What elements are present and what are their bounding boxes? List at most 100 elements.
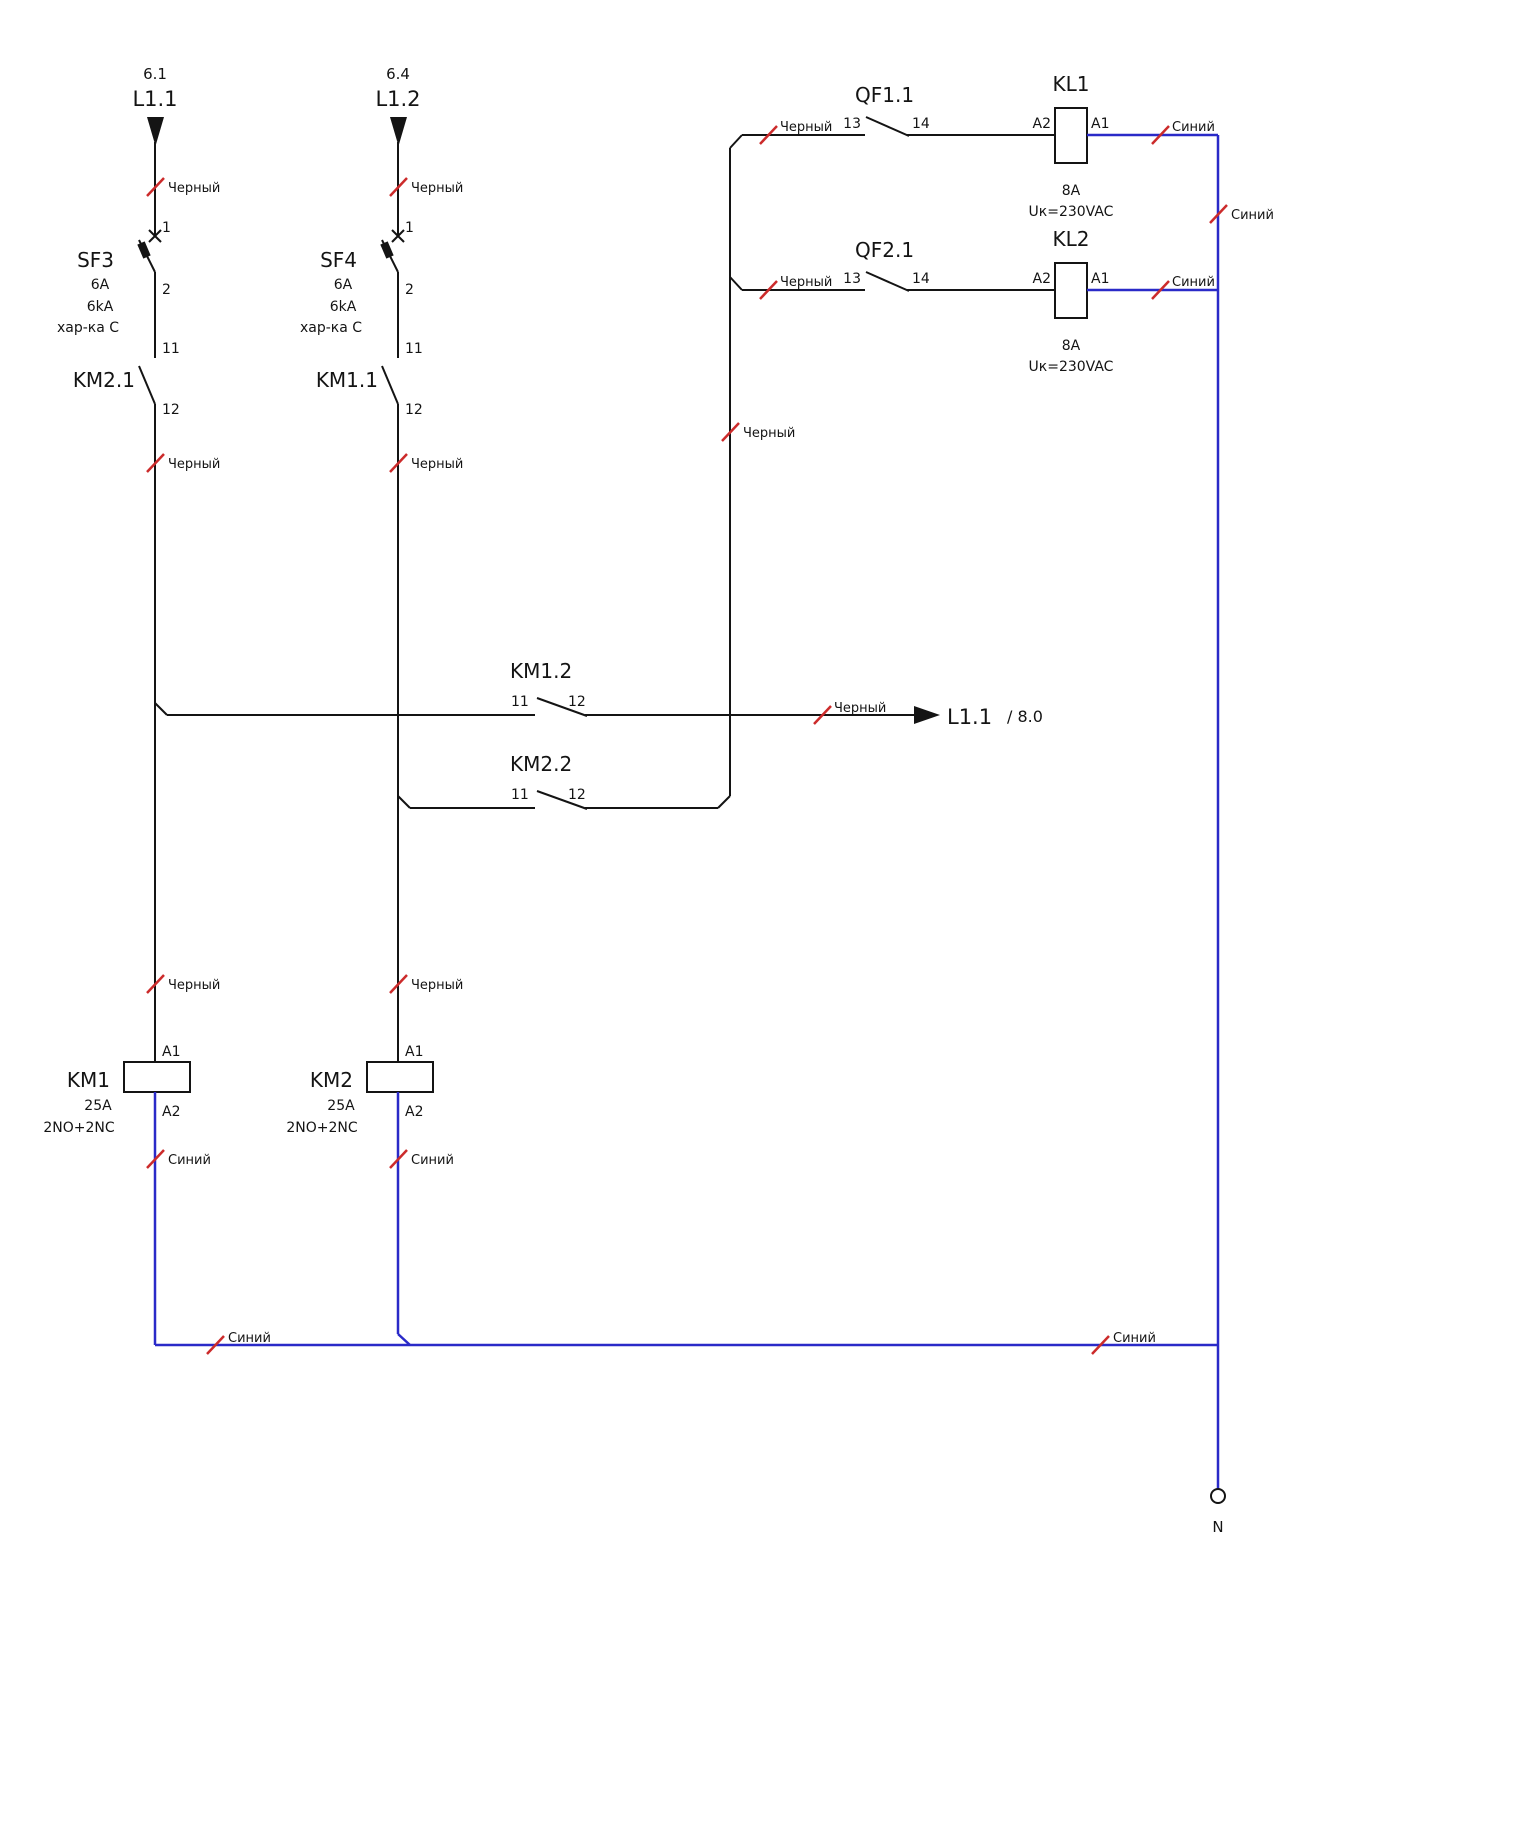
coil-rating: 25A <box>327 1098 355 1114</box>
color-slash-icon <box>389 974 408 994</box>
wire-color-mark: Синий <box>1151 120 1215 145</box>
wire-color-mark: Синий <box>146 1149 211 1169</box>
color-slash-icon <box>1151 125 1170 145</box>
terminal-number: 2 <box>405 282 414 298</box>
wire-color-mark: Синий <box>206 1331 271 1355</box>
outgoing-reference: L1.1 / 8.0 <box>914 705 1043 729</box>
wire-color-mark: Черный <box>389 177 463 197</box>
wire-color-label: Синий <box>168 1153 211 1168</box>
contact-name: KM1.1 <box>316 368 378 392</box>
outgoing-label: L1.1 <box>947 705 992 729</box>
wire-color-mark: Черный <box>146 177 220 197</box>
relay-coil-voltage: Uк=230VAC <box>1029 204 1114 220</box>
bypass-contact-km1-2: KM1.2 11 12 <box>510 659 588 717</box>
terminal-number: 13 <box>843 271 861 287</box>
wire-color-label: Черный <box>168 181 220 196</box>
feeder-arrow-icon <box>147 117 164 146</box>
coil-rating: 25A <box>84 1098 112 1114</box>
feeder-label: L1.1 <box>132 87 177 111</box>
coil-box <box>1054 107 1088 164</box>
color-slash-icon <box>389 453 408 473</box>
wire-color-mark: Черный <box>759 275 832 300</box>
terminal-number: 12 <box>162 402 180 418</box>
color-slash-icon <box>759 125 778 145</box>
terminal-number: A2 <box>1033 116 1051 132</box>
wire-color-label: Черный <box>168 457 220 472</box>
wire-color-label: Синий <box>1172 120 1215 135</box>
contact-blade <box>381 365 399 405</box>
color-slash-icon <box>206 1335 225 1355</box>
contact-name: KM1.2 <box>510 659 572 683</box>
wire-color-mark: Черный <box>813 701 886 725</box>
contact-blade <box>536 697 588 717</box>
breaker-breaking-capacity: 6kA <box>87 299 114 315</box>
circuit-breaker-sf3: 1 2 SF3 6A 6kA хар-ка C <box>57 220 171 336</box>
feeder-l1-2: 6.4 L1.2 <box>375 65 421 146</box>
terminal-number: 2 <box>162 282 171 298</box>
coil-name: KM1 <box>67 1068 110 1092</box>
breaker-mechanism-icon <box>380 241 394 259</box>
qf-aux-contact-qf2-1: QF2.1 13 14 <box>843 238 930 292</box>
terminal-number: 11 <box>162 341 180 357</box>
color-slash-icon <box>1209 204 1228 224</box>
wire-color-mark: Синий <box>1151 275 1215 300</box>
relay-rating: 8A <box>1062 183 1081 199</box>
wire-jog <box>397 795 411 809</box>
wire-color-mark: Черный <box>721 422 795 442</box>
color-slash-icon <box>813 705 832 725</box>
contactor-coil-km2: A1 A2 KM2 25A 2NO+2NC <box>286 1044 434 1136</box>
interlock-contact-km1-1: 11 12 KM1.1 <box>316 341 423 418</box>
wire-color-label: Черный <box>780 120 832 135</box>
wire-color-label: Черный <box>780 275 832 290</box>
color-slash-icon <box>389 177 408 197</box>
breaker-name: SF3 <box>77 248 114 272</box>
wire-color-label: Черный <box>411 181 463 196</box>
terminal-number: 13 <box>843 116 861 132</box>
feeder-arrow-icon <box>390 117 407 146</box>
terminal-number: A1 <box>162 1044 180 1060</box>
wire-color-label: Черный <box>834 701 886 716</box>
breaker-mechanism-icon <box>137 241 151 259</box>
wire-color-label: Синий <box>1231 208 1274 223</box>
relay-name: KL1 <box>1053 72 1090 96</box>
wire-color-mark: Черный <box>146 453 220 473</box>
outgoing-sheet-ref: / 8.0 <box>1007 707 1043 726</box>
wire-color-mark: Синий <box>1091 1331 1156 1355</box>
terminal-number: 14 <box>912 116 930 132</box>
breaker-curve: хар-ка C <box>300 320 362 336</box>
relay-coil-kl2: KL2 A2 A1 8A Uк=230VAC <box>1029 227 1114 375</box>
wire-color-label: Синий <box>1113 1331 1156 1346</box>
coil-box <box>1054 262 1088 319</box>
wire-jog <box>729 276 743 291</box>
wire-jog <box>154 702 168 716</box>
neutral-terminal: N <box>1210 1488 1226 1536</box>
wire-jog <box>717 795 731 809</box>
relay-coil-kl1: KL1 A2 A1 8A Uк=230VAC <box>1029 72 1114 220</box>
contact-blade <box>536 790 588 810</box>
qf-aux-contact-qf1-1: QF1.1 13 14 <box>843 83 930 137</box>
wire-color-mark: Черный <box>389 453 463 473</box>
terminal-number: 12 <box>568 787 586 803</box>
breaker-name: SF4 <box>320 248 357 272</box>
terminal-number: 1 <box>405 220 414 236</box>
terminal-number: A1 <box>405 1044 423 1060</box>
wire-color-label: Черный <box>411 457 463 472</box>
terminal-number: 11 <box>511 787 529 803</box>
color-slash-icon <box>1091 1335 1110 1355</box>
wire-color-label: Черный <box>743 426 795 441</box>
wire-color-label: Черный <box>411 978 463 993</box>
feeder-sheet-ref: 6.1 <box>143 65 167 83</box>
circuit-breaker-sf4: 1 2 SF4 6A 6kA хар-ка C <box>300 220 414 336</box>
color-slash-icon <box>146 974 165 994</box>
contact-blade <box>865 271 910 292</box>
breaker-cross-icon <box>391 229 405 243</box>
feeder-l1-1: 6.1 L1.1 <box>132 65 178 146</box>
contactor-coil-km1: A1 A2 KM1 25A 2NO+2NC <box>43 1044 191 1136</box>
terminal-number: 14 <box>912 271 930 287</box>
wire-color-mark: Черный <box>759 120 832 145</box>
contact-name: KM2.2 <box>510 752 572 776</box>
color-slash-icon <box>146 177 165 197</box>
color-slash-icon <box>721 422 740 442</box>
